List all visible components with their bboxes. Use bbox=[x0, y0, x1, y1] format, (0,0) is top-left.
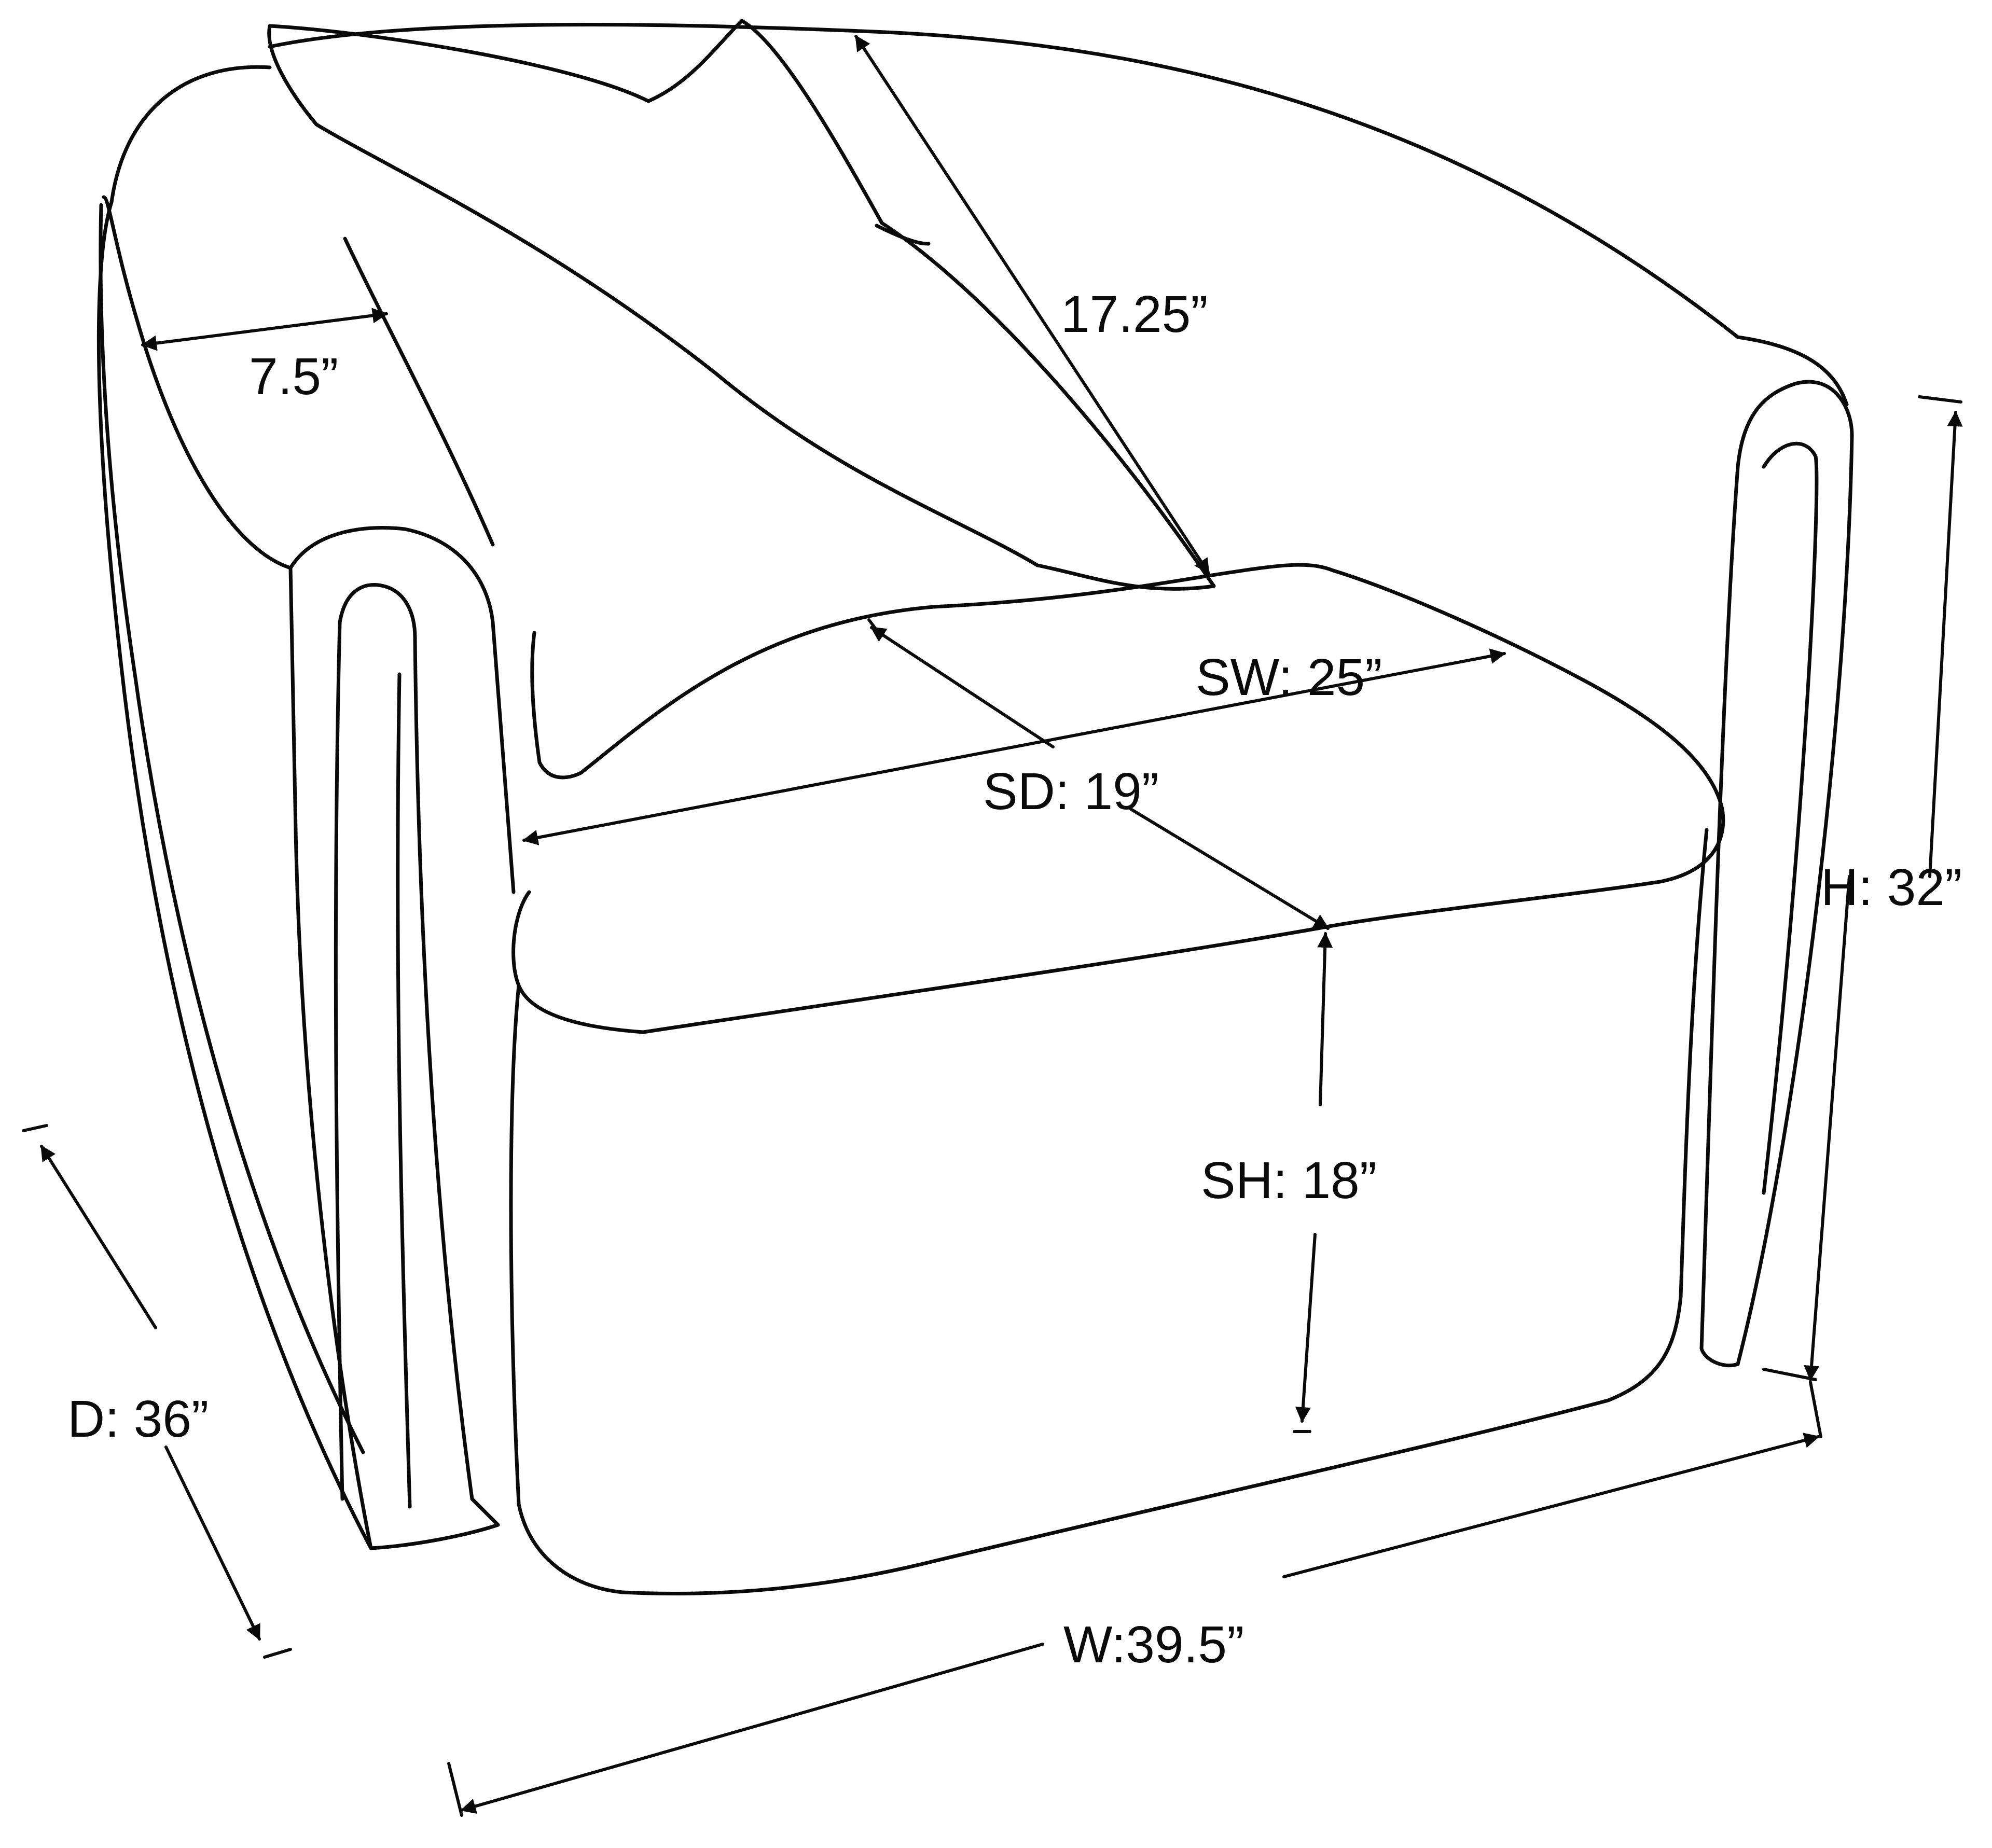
depth-tick-bottom bbox=[263, 1648, 292, 1659]
seat-height-label: SH: 18” bbox=[1201, 1151, 1377, 1210]
seat-back-curve bbox=[530, 563, 1725, 930]
seat-depth-dimension-line-lower bbox=[1129, 808, 1330, 930]
height-tick-bottom bbox=[1762, 1368, 1817, 1381]
seat-width-label: SW: 25” bbox=[1196, 648, 1382, 706]
right-arm-outer bbox=[1736, 380, 1854, 1366]
seat-depth-label: SD: 19” bbox=[983, 762, 1159, 821]
base-left bbox=[369, 1523, 500, 1550]
width-tick-right bbox=[1809, 1381, 1822, 1438]
back-shell-outline bbox=[268, 23, 1849, 407]
height-dimension-line-upper bbox=[1928, 411, 1963, 878]
width-label: W:39.5” bbox=[1063, 1616, 1244, 1674]
shell-left-inner-edge bbox=[99, 203, 365, 1454]
seat-height-dimension-line-upper bbox=[1317, 932, 1333, 1106]
back-height-label: 17.25” bbox=[1061, 285, 1208, 343]
depth-dimension-line-upper bbox=[40, 1145, 157, 1329]
right-arm-front bbox=[1699, 465, 1740, 1368]
pillow-fold bbox=[875, 224, 931, 246]
back-height-dimension-line bbox=[854, 35, 1210, 575]
left-arm-base-front bbox=[470, 1497, 500, 1527]
left-arm-front bbox=[288, 566, 373, 1550]
width-dimension-line-left bbox=[460, 1643, 1044, 1814]
depth-label: D: 36” bbox=[67, 1390, 209, 1448]
arm-width-dimension-line bbox=[141, 308, 388, 351]
depth-tick-top bbox=[22, 1124, 48, 1132]
width-dimension-line-right bbox=[1282, 1433, 1820, 1578]
dimension-lines bbox=[22, 35, 1963, 1817]
seat-width-dimension-line bbox=[522, 648, 1506, 845]
left-arm-inner-line bbox=[343, 237, 495, 547]
left-arm-outer bbox=[288, 526, 516, 894]
shell-left-edge bbox=[96, 65, 373, 1550]
left-arm-groove bbox=[334, 583, 474, 1501]
seat-depth-dimension-line-upper bbox=[870, 626, 1055, 748]
height-dimension-line-lower bbox=[1804, 875, 1851, 1381]
seat-height-dimension-line-lower bbox=[1295, 1233, 1317, 1423]
seat-cushion-top-front bbox=[511, 890, 1320, 1034]
left-arm-groove-base bbox=[396, 672, 412, 1509]
left-arm-top-back bbox=[102, 195, 293, 570]
chair-outline bbox=[96, 19, 1854, 1595]
height-tick-top bbox=[1918, 395, 1962, 404]
seat-front-face bbox=[509, 828, 1709, 1595]
width-tick-left bbox=[447, 1762, 463, 1817]
height-label: H: 32” bbox=[1821, 858, 1962, 916]
seat-depth-tick-top bbox=[867, 618, 878, 632]
dimension-labels: 17.25” 7.5” SW: 25” SD: 19” H: 32” SH: 1… bbox=[67, 285, 1962, 1674]
arm-width-label: 7.5” bbox=[249, 348, 338, 406]
right-arm-groove bbox=[1762, 441, 1819, 1195]
depth-dimension-line-lower bbox=[164, 1446, 261, 1641]
